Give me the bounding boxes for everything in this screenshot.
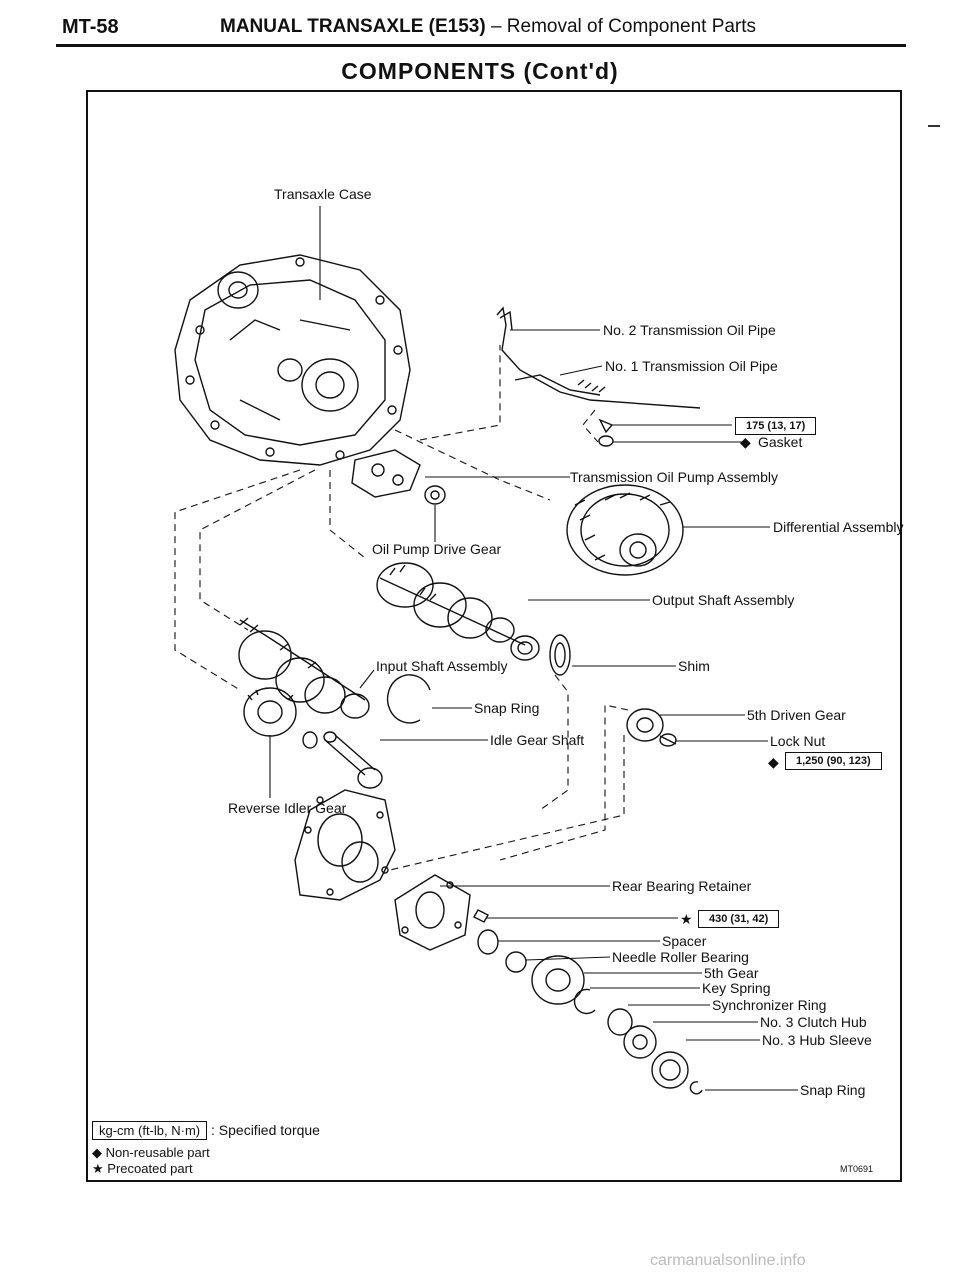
label-no1-oil-pipe: No. 1 Transmission Oil Pipe: [605, 358, 778, 374]
fifth-driven-gear-drawing: [626, 708, 677, 747]
leader-lines: [269, 206, 798, 1091]
precoated-icon: ★: [92, 1161, 104, 1176]
reverse-idler-drawing: [243, 687, 318, 749]
dashed-alignment-lines: [174, 345, 629, 871]
legend-non-reusable: ◆ Non-reusable part: [92, 1145, 210, 1161]
oil-pipes-drawing: [496, 306, 701, 447]
legend-non-reusable-text: Non-reusable part: [105, 1145, 210, 1160]
clutch-hub-drawing: [623, 1025, 657, 1059]
legend-precoated: ★ Precoated part: [92, 1161, 193, 1177]
precoated-icon: ★: [680, 911, 693, 927]
idle-gear-shaft-drawing: [323, 731, 383, 789]
needle-bearing-drawing: [505, 951, 527, 973]
non-reusable-icon: ◆: [92, 1145, 102, 1160]
label-needle-roller-bearing: Needle Roller Bearing: [612, 949, 749, 965]
label-rear-bearing-retainer: Rear Bearing Retainer: [612, 878, 752, 894]
diagram-frame: [86, 90, 902, 1182]
oil-pump-drawing: [351, 449, 446, 505]
label-key-spring: Key Spring: [702, 980, 771, 996]
legend-precoated-text: Precoated part: [107, 1161, 193, 1176]
title-sub: – Removal of Component Parts: [485, 16, 757, 37]
torque-pipe-bolt: 175 (13, 17): [735, 417, 817, 435]
label-spacer: Spacer: [662, 933, 707, 949]
label-reverse-idler-gear: Reverse Idler Gear: [228, 800, 347, 816]
output-shaft-drawing: [376, 562, 540, 661]
label-no3-clutch-hub: No. 3 Clutch Hub: [760, 1014, 867, 1030]
non-reusable-icon: ◆: [768, 754, 779, 770]
legend-torque: kg-cm (ft-lb, N·m) : Specified torque: [92, 1121, 320, 1140]
label-oil-pump-assembly: Transmission Oil Pump Assembly: [570, 469, 778, 485]
rear-case-drawing: [294, 789, 396, 901]
label-transaxle-case: Transaxle Case: [274, 186, 372, 202]
page-title: MANUAL TRANSAXLE (E153) – Removal of Com…: [220, 16, 756, 38]
page-header: MT-58 MANUAL TRANSAXLE (E153) – Removal …: [0, 0, 960, 50]
label-output-shaft-assembly: Output Shaft Assembly: [652, 592, 795, 608]
header-rule: [56, 44, 906, 47]
legend-unit-text: : Specified torque: [211, 1122, 320, 1138]
page-code: MT-58: [62, 16, 119, 38]
snap-ring-drawing: [386, 674, 431, 724]
label-idle-gear-shaft: Idle Gear Shaft: [490, 732, 585, 748]
label-oil-pump-drive-gear: Oil Pump Drive Gear: [372, 541, 502, 557]
shim-drawing: [549, 634, 571, 676]
torque-lock-nut: 1,250 (90, 123): [785, 752, 882, 770]
legend-unit-box: kg-cm (ft-lb, N·m): [92, 1121, 208, 1140]
non-reusable-icon: ◆: [740, 434, 751, 450]
label-differential-assembly: Differential Assembly: [773, 519, 904, 535]
title-main: MANUAL TRANSAXLE (E153): [220, 16, 486, 37]
label-fifth-gear: 5th Gear: [704, 965, 759, 981]
spacer-drawing: [477, 929, 499, 955]
rear-bearing-retainer-drawing: [394, 874, 489, 951]
label-gasket: Gasket: [758, 434, 803, 450]
label-synchronizer-ring: Synchronizer Ring: [712, 997, 827, 1013]
label-no2-oil-pipe: No. 2 Transmission Oil Pipe: [603, 322, 776, 338]
input-shaft-drawing: [238, 617, 370, 719]
components-title: COMPONENTS (Cont'd): [341, 58, 619, 84]
fifth-gear-drawing: [531, 955, 585, 1005]
margin-mark: [928, 125, 940, 127]
label-no3-hub-sleeve: No. 3 Hub Sleeve: [762, 1032, 872, 1048]
torque-retainer-bolt: 430 (31, 42): [698, 910, 780, 928]
label-fifth-driven-gear: 5th Driven Gear: [747, 707, 846, 723]
sync-ring-drawing: [607, 1008, 633, 1036]
hub-sleeve-drawing: [651, 1051, 689, 1089]
transaxle-case-drawing: [174, 254, 411, 466]
snap-ring2-drawing: [689, 1081, 703, 1095]
figure-code: MT0691: [840, 1164, 874, 1174]
label-snap-ring: Snap Ring: [474, 700, 540, 716]
label-shim: Shim: [678, 658, 710, 674]
key-spring-drawing: [573, 988, 596, 1015]
label-lock-nut: Lock Nut: [770, 733, 826, 749]
label-input-shaft-assembly: Input Shaft Assembly: [376, 658, 508, 674]
watermark-footer: carmanualsonline.info: [650, 1252, 806, 1269]
label-snap-ring-rear: Snap Ring: [800, 1082, 866, 1098]
differential-drawing: [566, 484, 684, 576]
